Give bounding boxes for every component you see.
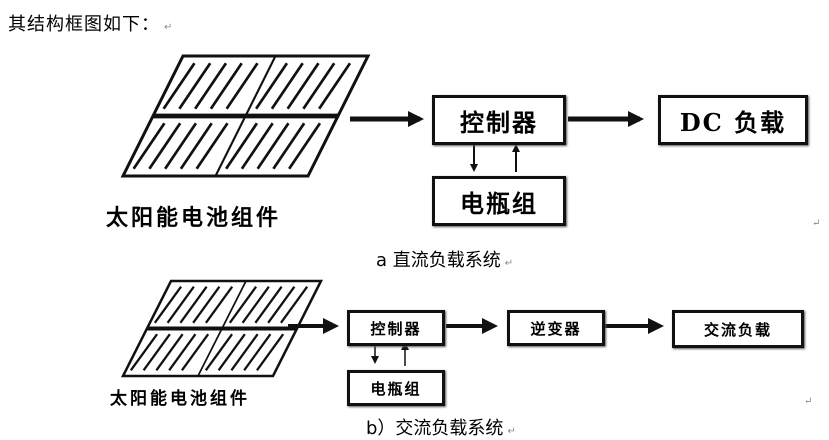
dc-load-box: DC 负载 (658, 95, 808, 145)
panel-cell-stripe (181, 333, 210, 371)
panel-cell-stripe (225, 122, 259, 170)
controller-box-b: 控制器 (347, 310, 445, 346)
panel-cell-stripe (302, 62, 336, 110)
panel-cell-stripe (164, 122, 198, 170)
panel-cell-stripe (240, 122, 274, 170)
panel-divider (214, 55, 277, 177)
panel-cell-stripe (318, 62, 352, 110)
paragraph-mark: ↵ (812, 218, 821, 229)
solar-panel-b-icon (120, 279, 324, 378)
panel-cell-stripe (166, 286, 195, 324)
solar-panel-label-b: 太阳能电池组件 (110, 389, 250, 409)
panel-cell-stripe (286, 62, 320, 110)
solar-panel-label-a: 太阳能电池组件 (106, 206, 282, 231)
caption-a: a 直流负载系统↵ (376, 250, 514, 271)
ac-load-box: 交流负载 (672, 310, 804, 348)
panel-cell-stripe (272, 122, 306, 170)
battery-box-b: 电瓶组 (347, 370, 445, 406)
panel-cell-stripe (204, 333, 233, 371)
panel-cell-stripe (256, 333, 285, 371)
paragraph-mark: ↵ (164, 22, 174, 33)
panel-cell-stripe (288, 122, 322, 170)
intro-text: 其结构框图如下：↵ (8, 14, 174, 35)
panel-cell-stripe (179, 122, 213, 170)
caption-b: b）交流负载系统↵ (366, 418, 516, 439)
panel-cell-stripe (148, 122, 182, 170)
inverter-box: 逆变器 (507, 310, 605, 346)
panel-cell-stripe (225, 62, 259, 110)
panel-frame (120, 54, 371, 178)
panel-cell-stripe (255, 62, 289, 110)
panel-cell-stripe (162, 62, 196, 110)
panel-cell-stripe (179, 286, 208, 324)
panel-cell-stripe (209, 62, 243, 110)
panel-cell-stripe (217, 333, 246, 371)
solar-panel-a-icon (120, 54, 371, 178)
panel-divider (197, 280, 247, 377)
panel-frame (120, 279, 324, 378)
battery-box-a: 电瓶组 (432, 176, 566, 226)
panel-cell-stripe (256, 122, 290, 170)
panel-cell-stripe (194, 62, 228, 110)
panel-cell-stripe (243, 333, 272, 371)
panel-cell-stripe (195, 122, 229, 170)
panel-cell-stripe (254, 286, 283, 324)
panel-cell-stripe (168, 333, 197, 371)
panel-cell-stripe (280, 286, 309, 324)
panel-cell-stripe (230, 333, 259, 371)
panel-cell-stripe (205, 286, 234, 324)
panel-cell-stripe (155, 333, 184, 371)
panel-cell-stripe (270, 62, 304, 110)
paragraph-mark: ↵ (804, 396, 813, 407)
panel-cell-stripe (132, 122, 166, 170)
controller-box-a: 控制器 (432, 95, 566, 145)
panel-cell-stripe (142, 333, 171, 371)
panel-cell-stripe (241, 286, 270, 324)
panel-cell-stripe (153, 286, 182, 324)
panel-cell-stripe (129, 333, 158, 371)
panel-cell-stripe (267, 286, 296, 324)
panel-cell-stripe (178, 62, 212, 110)
panel-cell-stripe (228, 286, 257, 324)
panel-cell-stripe (192, 286, 221, 324)
